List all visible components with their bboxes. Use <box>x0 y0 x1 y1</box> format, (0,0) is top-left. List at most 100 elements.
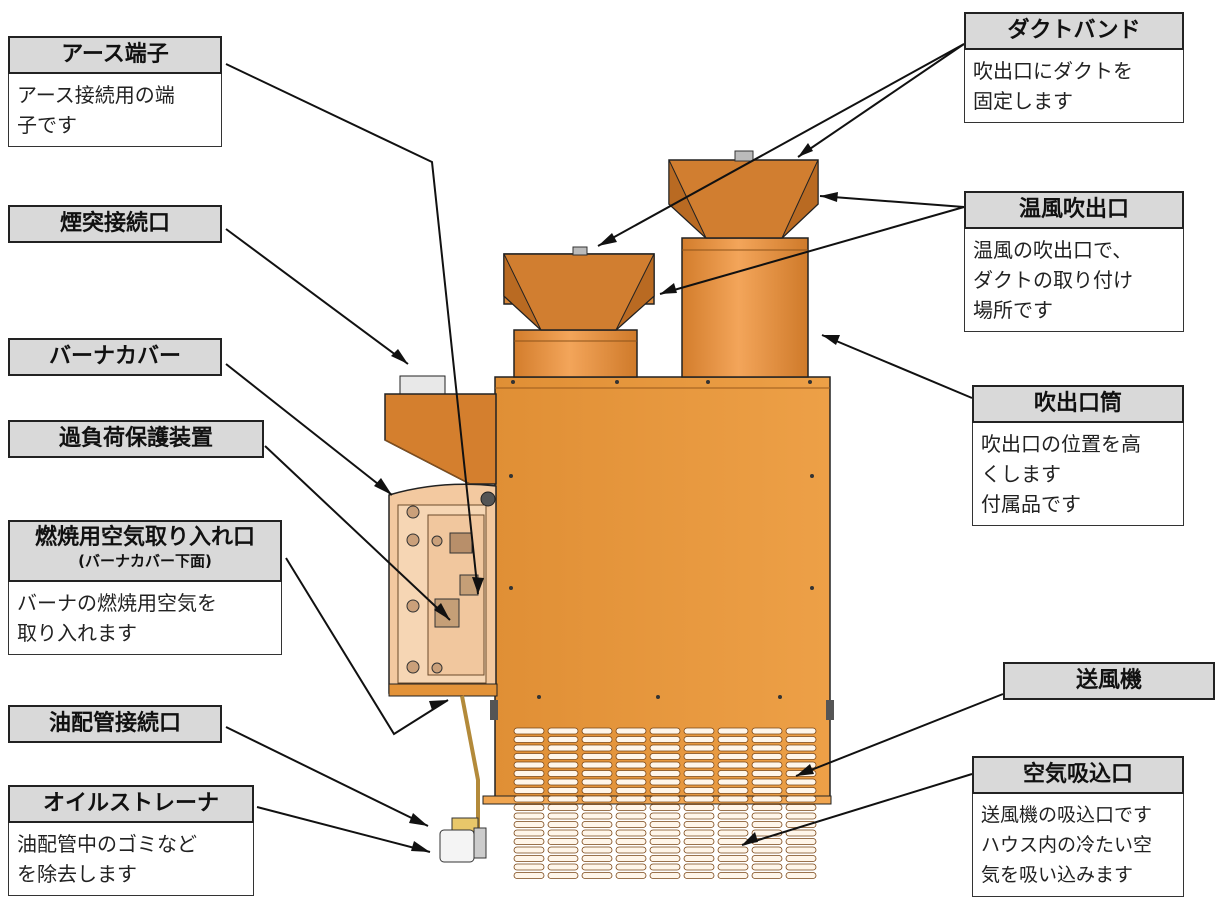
grille-slot <box>581 761 613 769</box>
grille-slot <box>581 778 613 786</box>
grille-slot <box>615 744 647 752</box>
grille-slot <box>785 872 817 879</box>
grille-slot <box>649 804 681 811</box>
grille-slot <box>785 804 817 811</box>
desc-line: 取り入れます <box>17 621 137 645</box>
desc-line: バーナの燃焼用空気を <box>17 591 217 615</box>
grille-slot <box>785 838 817 845</box>
grille-slot <box>547 804 579 811</box>
label-duct-band: ダクトバンド 吹出口にダクトを 固定します <box>964 12 1184 123</box>
grille-slot <box>751 770 783 777</box>
grille-slot <box>683 795 715 803</box>
grille-slot <box>547 736 579 743</box>
grille-slot <box>615 778 647 786</box>
grille-slot <box>785 812 817 820</box>
grille-slot <box>513 795 545 803</box>
label-overload: 過負荷保護装置 <box>8 420 264 458</box>
arrowheads <box>374 143 840 852</box>
grille-slot <box>649 829 681 837</box>
desc-line: ハウス内の冷たい空 <box>981 834 1153 856</box>
desc-line: アース接続用の端 <box>17 83 175 107</box>
label-outlet-tube-title: 吹出口筒 <box>972 385 1184 423</box>
grille-slot <box>717 795 749 803</box>
grille-slot <box>581 744 613 752</box>
grille-slot <box>683 829 715 837</box>
outlet-tube-left <box>513 329 638 378</box>
grille-slot <box>785 855 817 862</box>
label-overload-title: 過負荷保護装置 <box>8 420 264 458</box>
grille-slot <box>785 863 817 871</box>
desc-line: 吹出口の位置を高 <box>981 432 1141 456</box>
grille-slot <box>785 744 817 752</box>
grille-slot <box>513 770 545 777</box>
grille-slot <box>683 736 715 743</box>
grille-slot <box>547 778 579 786</box>
grille-slot <box>513 787 545 794</box>
grille-slot <box>717 753 749 760</box>
label-blower-title: 送風機 <box>1003 662 1215 700</box>
grille-slot <box>547 770 579 777</box>
grille-slot <box>581 753 613 760</box>
label-hot-air-outlet-title: 温風吹出口 <box>964 191 1184 229</box>
grille-slot <box>683 863 715 871</box>
grille-slot <box>649 795 681 803</box>
grille-slot <box>649 846 681 854</box>
label-earth-terminal: アース端子 アース接続用の端 子です <box>8 36 222 147</box>
grille-slot <box>547 787 579 794</box>
grille-slot <box>649 736 681 743</box>
grille-slot <box>751 812 783 820</box>
grille-slot <box>683 761 715 769</box>
grille-slot <box>547 838 579 845</box>
grille-slot <box>649 753 681 760</box>
grille-slot <box>751 804 783 811</box>
grille-slot <box>649 872 681 879</box>
grille-slot <box>581 736 613 743</box>
desc-line: 場所です <box>973 298 1053 322</box>
grille-slot <box>513 753 545 760</box>
label-duct-band-desc: 吹出口にダクトを 固定します <box>964 50 1184 123</box>
leader-lines <box>225 43 1004 853</box>
grille-slot <box>717 761 749 769</box>
grille-slot <box>581 872 613 879</box>
desc-line: くします <box>981 462 1061 486</box>
grille-slot <box>649 744 681 752</box>
grille-slot <box>683 727 715 735</box>
grille-slot <box>717 872 749 879</box>
grille-slot <box>717 787 749 794</box>
grille-slot <box>513 736 545 743</box>
grille-slot <box>751 863 783 871</box>
grille-slot <box>615 812 647 820</box>
grille-slot <box>751 795 783 803</box>
grille-slot <box>581 795 613 803</box>
label-oil-pipe-title: 油配管接続口 <box>8 705 222 743</box>
label-outlet-tube-desc: 吹出口の位置を高 くします 付属品です <box>972 423 1184 526</box>
grille-slot <box>547 872 579 879</box>
label-oil-strainer-title: オイルストレーナ <box>8 785 254 823</box>
grille-slot <box>581 770 613 777</box>
grille-slot <box>751 727 783 735</box>
grille-slot <box>547 863 579 871</box>
label-oil-strainer-desc: 油配管中のゴミなど を除去します <box>8 823 254 896</box>
grille-slot <box>649 863 681 871</box>
grille-slot <box>547 753 579 760</box>
grille-slot <box>717 812 749 820</box>
label-oil-strainer: オイルストレーナ 油配管中のゴミなど を除去します <box>8 785 254 896</box>
grille-slot <box>513 846 545 854</box>
grille-slot <box>785 787 817 794</box>
desc-line: 温風の吹出口で、 <box>973 238 1133 262</box>
grille-slot <box>615 838 647 845</box>
grille-slot <box>615 753 647 760</box>
grille-slot <box>581 846 613 854</box>
desc-line: 気を吸い込みます <box>981 864 1134 886</box>
grille-slot <box>513 855 545 862</box>
grille-slot <box>615 761 647 769</box>
label-air-intake-title-text: 燃焼用空気取り入れ口 <box>34 525 255 550</box>
grille-slot <box>785 727 817 735</box>
desc-line: を除去します <box>17 862 137 886</box>
grille-slot <box>683 770 715 777</box>
grille-slot <box>513 761 545 769</box>
grille-slot <box>581 787 613 794</box>
desc-line: 子です <box>17 113 77 137</box>
grille-slot <box>717 744 749 752</box>
